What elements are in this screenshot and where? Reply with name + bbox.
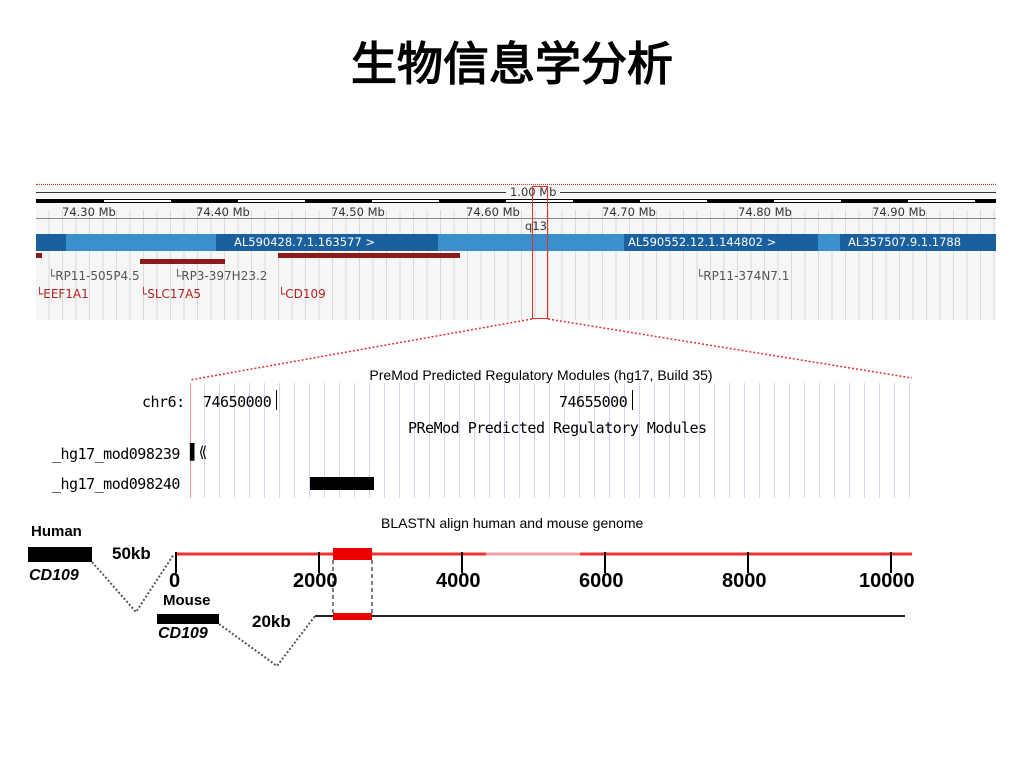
slide-title: 生物信息学分析 xyxy=(351,37,673,91)
position-label-7: 74.90 Mb xyxy=(872,205,926,219)
scale-label: 1.00 Mb xyxy=(506,185,561,199)
contig-label-3: AL357507.9.1.1788 xyxy=(848,235,962,249)
blast-caption: BLASTN align human and mouse genome xyxy=(381,515,644,531)
region-highlight-box xyxy=(532,186,548,319)
chr-label: chr6: xyxy=(142,393,185,411)
human-gene-block xyxy=(28,547,92,562)
axis-label-8000: 8000 xyxy=(722,570,767,592)
gene-label-slc17a5: └SLC17A5 xyxy=(140,287,202,301)
coord-label-2: 74655000 xyxy=(559,393,628,411)
contig-label-2: AL590552.12.1.144802 > xyxy=(628,235,777,249)
axis-label-2000: 2000 xyxy=(293,570,338,592)
mouse-aligned-block xyxy=(333,613,372,620)
axis-label-6000: 6000 xyxy=(579,570,624,592)
position-label-5: 74.70 Mb xyxy=(602,205,656,219)
mouse-gene-block xyxy=(157,614,219,624)
band-line xyxy=(36,218,996,219)
premod-left-border xyxy=(190,383,191,498)
human-gene-label: CD109 xyxy=(29,567,79,584)
mouse-gene-label: CD109 xyxy=(158,625,208,642)
browser-grid xyxy=(36,210,996,320)
clone-label-3: └RP11-374N7.1 xyxy=(696,269,790,283)
band-label: q13 xyxy=(525,219,547,233)
gene-bar-cd109 xyxy=(278,253,460,258)
contig-dark-segment-3 xyxy=(624,234,818,251)
position-label-3: 74.50 Mb xyxy=(331,205,385,219)
clone-name-2: RP3-397H23.2 xyxy=(181,269,268,283)
position-label-2: 74.40 Mb xyxy=(196,205,250,219)
scale-dotted-line xyxy=(36,184,996,185)
human-gap-label: 50kb xyxy=(112,544,151,563)
contig-dark-segment-4 xyxy=(840,234,996,251)
clone-label-2: └RP3-397H23.2 xyxy=(174,269,268,283)
premod-caption: PreMod Predicted Regulatory Modules (hg1… xyxy=(369,367,713,383)
mouse-gap-label: 20kb xyxy=(252,612,291,631)
mouse-label: Mouse xyxy=(163,592,211,609)
clone-label-1: └RP11-505P4.5 xyxy=(48,269,140,283)
gene-bar-small xyxy=(36,253,42,258)
axis-label-4000: 4000 xyxy=(436,570,481,592)
human-gap-connector xyxy=(91,553,175,614)
gene-bar-slc17a5 xyxy=(140,259,225,264)
position-label-6: 74.80 Mb xyxy=(738,205,792,219)
position-label-4: 74.60 Mb xyxy=(466,205,520,219)
gene-label-cd109: └CD109 xyxy=(278,287,326,301)
module-row-label-1: _hg17_mod098239 xyxy=(52,445,180,463)
gene-name-slc17a5: SLC17A5 xyxy=(147,287,202,301)
human-label: Human xyxy=(31,523,82,540)
contig-label-1: AL590428.7.1.163577 > xyxy=(234,235,375,249)
coord-tick-1 xyxy=(276,390,277,410)
coord-tick-2 xyxy=(632,390,633,410)
human-aligned-block xyxy=(333,548,372,560)
module-row-label-2: _hg17_mod098240 xyxy=(52,475,180,493)
genome-browser-overview: 1.00 Mb 74.30 Mb 74.40 Mb 74.50 Mb 74.60… xyxy=(36,182,996,320)
axis-label-10000: 10000 xyxy=(859,570,915,592)
module-feature-block xyxy=(310,477,374,490)
premod-track-title: PReMod Predicted Regulatory Modules xyxy=(408,419,707,437)
axis-label-0: 0 xyxy=(169,570,181,592)
contig-dark-segment-2 xyxy=(216,234,438,251)
gene-name-cd109: CD109 xyxy=(285,287,326,301)
position-label-1: 74.30 Mb xyxy=(62,205,116,219)
gene-name-eef1a1: EEF1A1 xyxy=(43,287,89,301)
mouse-gap-connector xyxy=(218,615,316,668)
coord-label-1: 74650000 xyxy=(203,393,272,411)
contig-dark-segment-1 xyxy=(36,234,66,251)
clone-name-1: RP11-505P4.5 xyxy=(55,269,140,283)
gene-label-eef1a1: └EEF1A1 xyxy=(36,287,89,301)
position-ruler xyxy=(36,199,996,203)
module-row-marker: ▌⟪ xyxy=(190,443,208,461)
clone-name-3: RP11-374N7.1 xyxy=(703,269,790,283)
